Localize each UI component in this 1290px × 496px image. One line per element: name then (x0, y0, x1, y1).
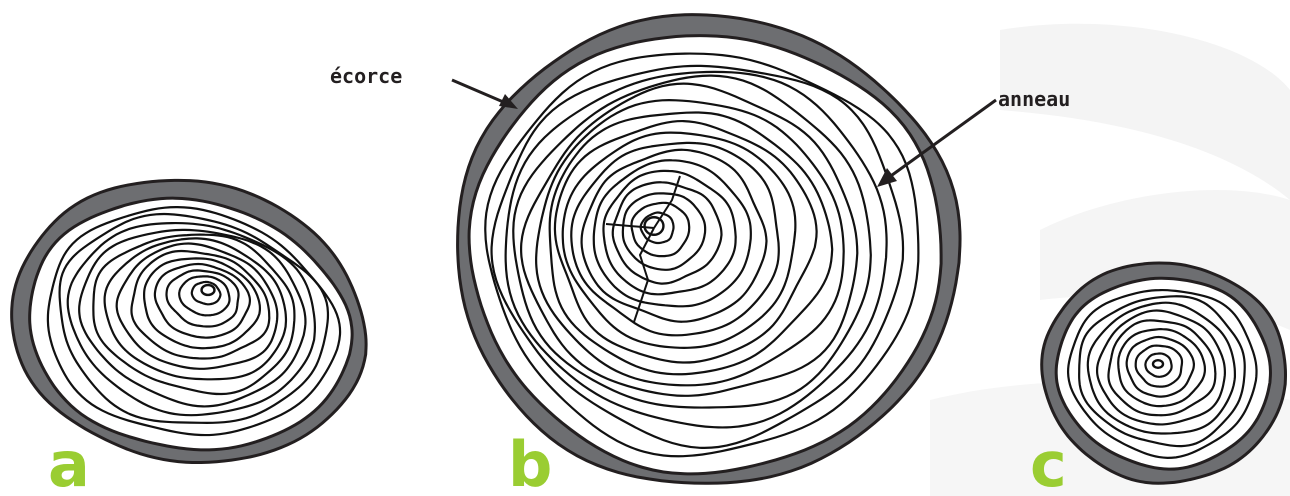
bark-arrow (452, 80, 508, 104)
letter-b: b (508, 428, 552, 496)
letter-a: a (48, 428, 90, 496)
bark-label: écorce (330, 64, 402, 88)
letter-c: c (1030, 428, 1067, 496)
slice-b (458, 15, 960, 484)
bark-annotation: écorce (330, 64, 518, 109)
watermark-leaf-shape (1000, 24, 1290, 200)
ring-label: anneau (998, 87, 1070, 111)
slice-a (12, 180, 366, 462)
